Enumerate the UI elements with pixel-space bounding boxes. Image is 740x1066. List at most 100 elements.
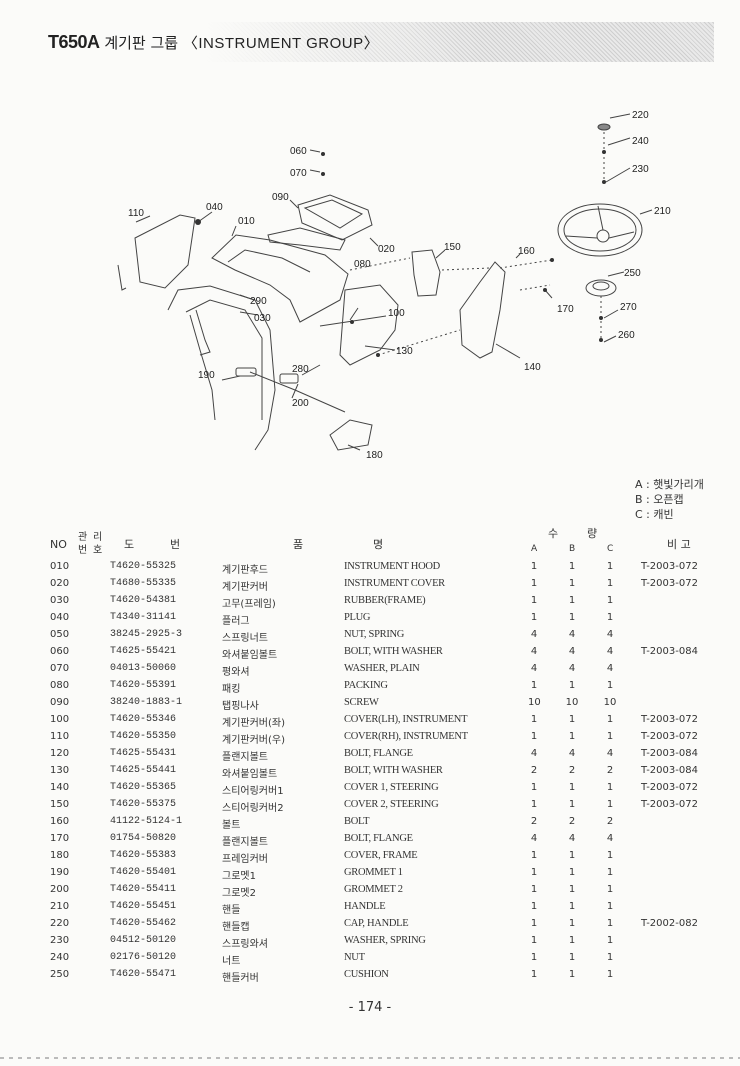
part-name-korean: 볼트 [222,820,241,831]
qty-a: 1 [530,578,538,589]
qty-b: 1 [568,867,576,878]
qty-b: 1 [568,714,576,725]
part-name-korean: 계기판커버 [222,582,268,593]
qty-c: 1 [606,714,614,725]
part-name-korean: 고무(프레임) [222,599,276,610]
qty-c: 4 [606,629,614,640]
qty-a: 1 [530,680,538,691]
drawing-number: 38245-2925-3 [110,629,183,640]
part-number-no: 230 [50,935,70,946]
part-name-korean: 스프링와셔 [222,939,268,950]
part-name-english: WASHER, SPRING [344,935,426,946]
page-title: T650A 계기판 그룹 〈INSTRUMENT GROUP〉 [48,32,379,53]
qty-c: 4 [606,646,614,657]
drawing-number: T4680-55335 [110,578,177,589]
qty-b: 4 [568,833,576,844]
header-col-a: A [531,544,538,554]
callout-040: 040 [206,202,223,213]
qty-a: 1 [530,867,538,878]
qty-b: 2 [568,765,576,776]
qty-b: 1 [568,680,576,691]
remark: T-2003-084 [641,765,698,776]
part-name-english: BOLT, FLANGE [344,833,413,844]
part-name-english: COVER 1, STEERING [344,782,439,793]
part-name-korean: 스티어링커버2 [222,803,284,814]
header-no: NO [50,538,67,551]
drawing-number: T4620-55383 [110,850,177,861]
callout-110: 110 [128,208,144,219]
qty-c: 1 [606,952,614,963]
callout-170: 170 [557,304,574,315]
part-name-english: NUT [344,952,365,963]
qty-a: 10 [528,697,541,708]
remark: T-2003-072 [641,578,698,589]
part-number-no: 110 [50,731,70,742]
callout-080: 080 [354,259,371,270]
callout-140: 140 [524,362,541,373]
part-number-no: 200 [50,884,70,895]
part-name-korean: 프레임커버 [222,854,268,865]
remark: T-2003-084 [641,646,698,657]
qty-c: 10 [603,697,617,708]
qty-c: 1 [606,595,614,606]
qty-b: 1 [568,578,576,589]
title-korean: 계기판 그룹 [104,34,179,52]
part-number-no: 040 [50,612,70,623]
part-name-korean: 스프링너트 [222,633,268,644]
part-name-korean: 와셔붙임볼트 [222,769,278,780]
callout-010: 010 [238,216,255,227]
legend-c: C : 캐빈 [635,508,674,521]
remark: T-2003-084 [641,748,698,759]
part-number-no: 250 [50,969,70,980]
qty-a: 4 [530,663,538,674]
qty-c: 1 [606,782,614,793]
qty-a: 1 [530,850,538,861]
qty-b: 4 [568,663,576,674]
part-name-korean: 패킹 [222,684,241,695]
callout-060: 060 [290,146,307,157]
qty-c: 4 [606,663,614,674]
part-name-korean: 계기판커버(우) [222,735,286,746]
qty-a: 2 [530,816,538,827]
callout-260: 260 [618,330,635,341]
part-number-no: 020 [50,578,70,589]
qty-c: 1 [606,918,614,929]
drawing-number: 04013-50060 [110,663,177,674]
drawing-number: T4620-55346 [110,714,177,725]
header-drawing-1: 도 [124,538,135,551]
part-number-no: 100 [50,714,70,725]
callout-150: 150 [444,242,461,253]
qty-a: 1 [530,918,538,929]
qty-b: 1 [568,799,576,810]
part-name-english: BOLT, WITH WASHER [344,765,443,776]
drawing-number: T4620-55462 [110,918,177,929]
part-name-korean: 플랜지볼트 [222,752,268,763]
part-name-english: GROMMET 1 [344,867,403,878]
drawing-number: T4620-55391 [110,680,177,691]
drawing-number: T4620-54381 [110,595,177,606]
qty-b: 1 [568,901,576,912]
header-drawing-2: 번 [170,538,181,551]
part-name-english: CUSHION [344,969,389,980]
remark: T-2003-072 [641,714,698,725]
drawing-number: 02176-50120 [110,952,177,963]
exploded-parts-diagram: 220 240 230 210 250 270 260 060 070 090 … [117,110,671,461]
remark: T-2003-072 [641,782,698,793]
qty-c: 2 [606,816,614,827]
part-number-no: 090 [50,697,70,708]
part-name-english: PLUG [344,612,371,623]
part-number-no: 050 [50,629,70,640]
part-number-no: 120 [50,748,70,759]
qty-a: 4 [530,646,538,657]
legend-a: A : 햇빛가리개 [635,478,704,491]
header-col-c: C [607,544,614,554]
title-english: 〈INSTRUMENT GROUP〉 [182,35,380,52]
qty-b: 4 [568,629,576,640]
qty-a: 1 [530,935,538,946]
